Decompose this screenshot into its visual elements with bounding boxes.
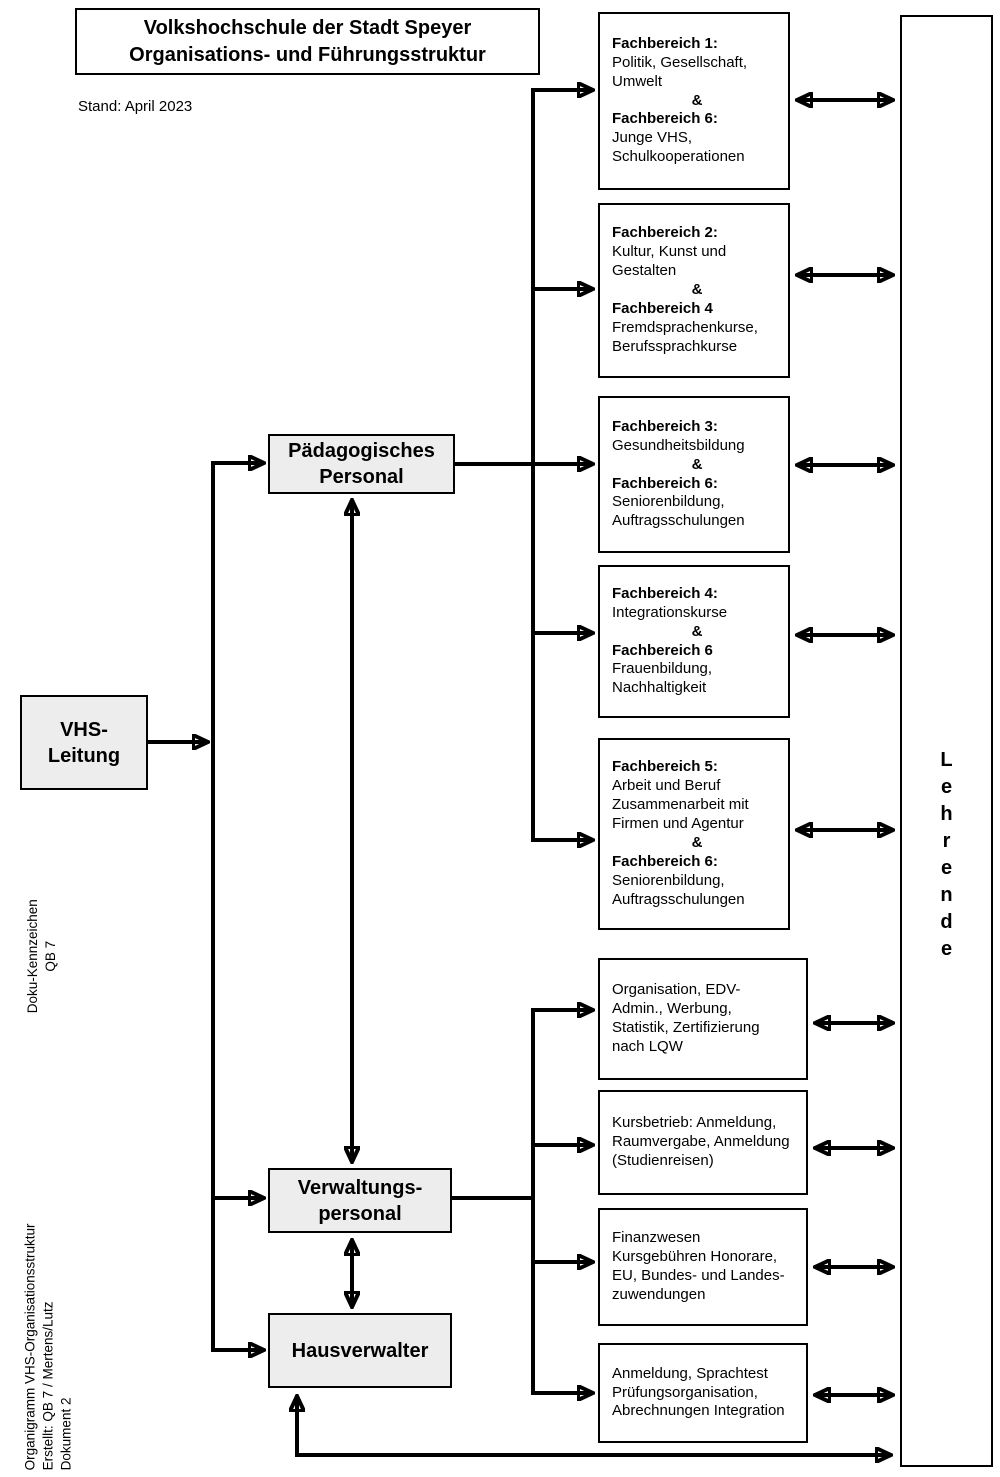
fachbereich-body: Arbeit und Beruf Zusammenarbeit mit Firm… [612,777,749,833]
fachbereich-body: Seniorenbildung, Auftragsschulungen [612,871,745,908]
ampersand: & [691,834,703,851]
fachbereich-title: Fachbereich 3: [612,417,718,435]
fachbereich-title: Fachbereich 4: [612,584,718,602]
node-finanzwesen: Finanzwesen Kursgebühren Honorare, EU, B… [598,1208,808,1326]
node-lehrende: Lehrende [900,15,993,1467]
chart-title: Volkshochschule der Stadt Speyer Organis… [75,8,540,75]
node-verwaltungspersonal: Verwaltungs- personal [268,1168,452,1233]
node-fachbereich-4-6: Fachbereich 4: Integrationskurse & Fachb… [598,565,790,718]
fachbereich-body: Gesundheitsbildung [612,436,745,454]
ampersand: & [691,455,703,473]
fachbereich-body: Politik, Gesellschaft, Umwelt [612,53,748,90]
node-organisation-edv: Organisation, EDV- Admin., Werbung, Stat… [598,958,808,1080]
fachbereich-title: Fachbereich 1: [612,34,718,52]
node-anmeldung-sprachtest: Anmeldung, Sprachtest Prüfungsorganisati… [598,1343,808,1443]
lehrende-vertical-label: Lehrende [940,749,953,960]
fachbereich-title: Fachbereich 6 [612,641,713,659]
fachbereich-title: Fachbereich 4 [612,299,713,317]
fachbereich-body: Frauenbildung, Nachhaltigkeit [612,660,713,697]
fachbereich-body: Seniorenbildung, Auftragsschulungen [612,493,745,530]
fachbereich-title: Fachbereich 6: [612,110,718,128]
fachbereich-body: Integrationskurse [612,603,728,621]
node-fachbereich-3-6: Fachbereich 3: Gesundheitsbildung & Fach… [598,396,790,553]
node-paedagogisches-personal: Pädagogisches Personal [268,434,455,494]
node-fachbereich-1-6: Fachbereich 1: Politik, Gesellschaft, Um… [598,12,790,190]
ampersand: & [691,91,703,109]
ampersand: & [691,281,703,299]
node-hausverwalter: Hausverwalter [268,1313,452,1388]
fachbereich-title: Fachbereich 6: [612,474,718,492]
node-kursbetrieb: Kursbetrieb: Anmeldung, Raumvergabe, Anm… [598,1090,808,1195]
node-fachbereich-5-6: Fachbereich 5: Arbeit und Beruf Zusammen… [598,738,790,930]
node-fachbereich-2-4: Fachbereich 2: Kultur, Kunst und Gestalt… [598,203,790,378]
node-vhs-leitung: VHS- Leitung [20,695,148,790]
document-footer-note: Organigramm VHS-Organisationsstruktur Er… [22,1223,75,1471]
fachbereich-title: Fachbereich 6: [612,852,718,870]
ampersand: & [691,622,703,640]
fachbereich-body: Kultur, Kunst und Gestalten [612,243,727,280]
fachbereich-title: Fachbereich 2: [612,224,718,242]
stand-date: Stand: April 2023 [78,98,193,115]
fachbereich-body: Fremdsprachenkurse, Berufssprachkurse [612,318,758,355]
doku-kennzeichen-note: Doku-Kennzeichen QB 7 [24,899,58,1014]
fachbereich-body: Junge VHS, Schulkooperationen [612,129,745,166]
fachbereich-title: Fachbereich 5: [612,758,718,776]
